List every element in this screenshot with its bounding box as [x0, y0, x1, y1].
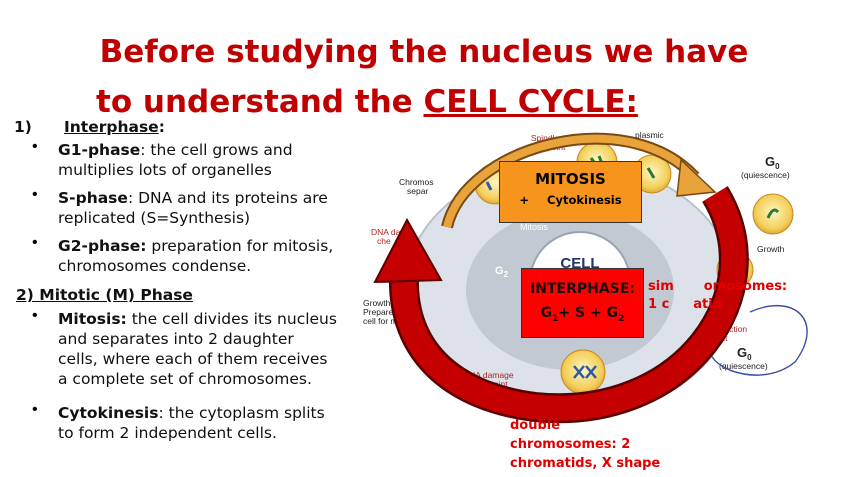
title-cell-cycle: CELL CYCLE: [424, 84, 638, 120]
quiescence-top-label: (quiescence) [741, 170, 790, 180]
g2-phase-item: G2-phase: preparation for mitosis,chromo… [58, 236, 333, 276]
orange-arrowhead [677, 160, 715, 196]
mitotic-heading: 2) Mitotic (M) Phase [16, 285, 193, 305]
interphase-box-title: INTERPHASE: [522, 280, 643, 298]
mitosis-box-sub: +Cytokinesis [500, 191, 641, 209]
bullet: • [32, 234, 38, 252]
bullet: • [32, 401, 38, 419]
page-title-line-2: to understand the CELL CYCLE: [96, 82, 796, 122]
interphase-box-formula: G1+ S + G2 [522, 304, 643, 328]
bullet: • [32, 138, 38, 156]
cell-image [561, 350, 605, 394]
quiescence-bottom-label: (quiescence) [719, 361, 768, 371]
interphase-number: 1) [14, 117, 32, 137]
mitosis-box: MITOSIS +Cytokinesis [499, 161, 642, 223]
interphase-heading: Interphase: [64, 117, 165, 137]
g0-top-label: G0 [765, 154, 780, 171]
page-title-line-1: Before studying the nucleus we have [0, 32, 848, 72]
cell-image [753, 194, 793, 234]
interphase-box: INTERPHASE: G1+ S + G2 [521, 268, 644, 338]
mitosis-box-title: MITOSIS [500, 170, 641, 188]
title-prefix: to understand the [96, 84, 424, 120]
bullet: • [32, 186, 38, 204]
growth-label: Growth [757, 244, 785, 254]
g0-bottom-label: G0 [737, 345, 752, 362]
bullet: • [32, 307, 38, 325]
mitosis-inner-label: Mitosis [520, 222, 549, 232]
